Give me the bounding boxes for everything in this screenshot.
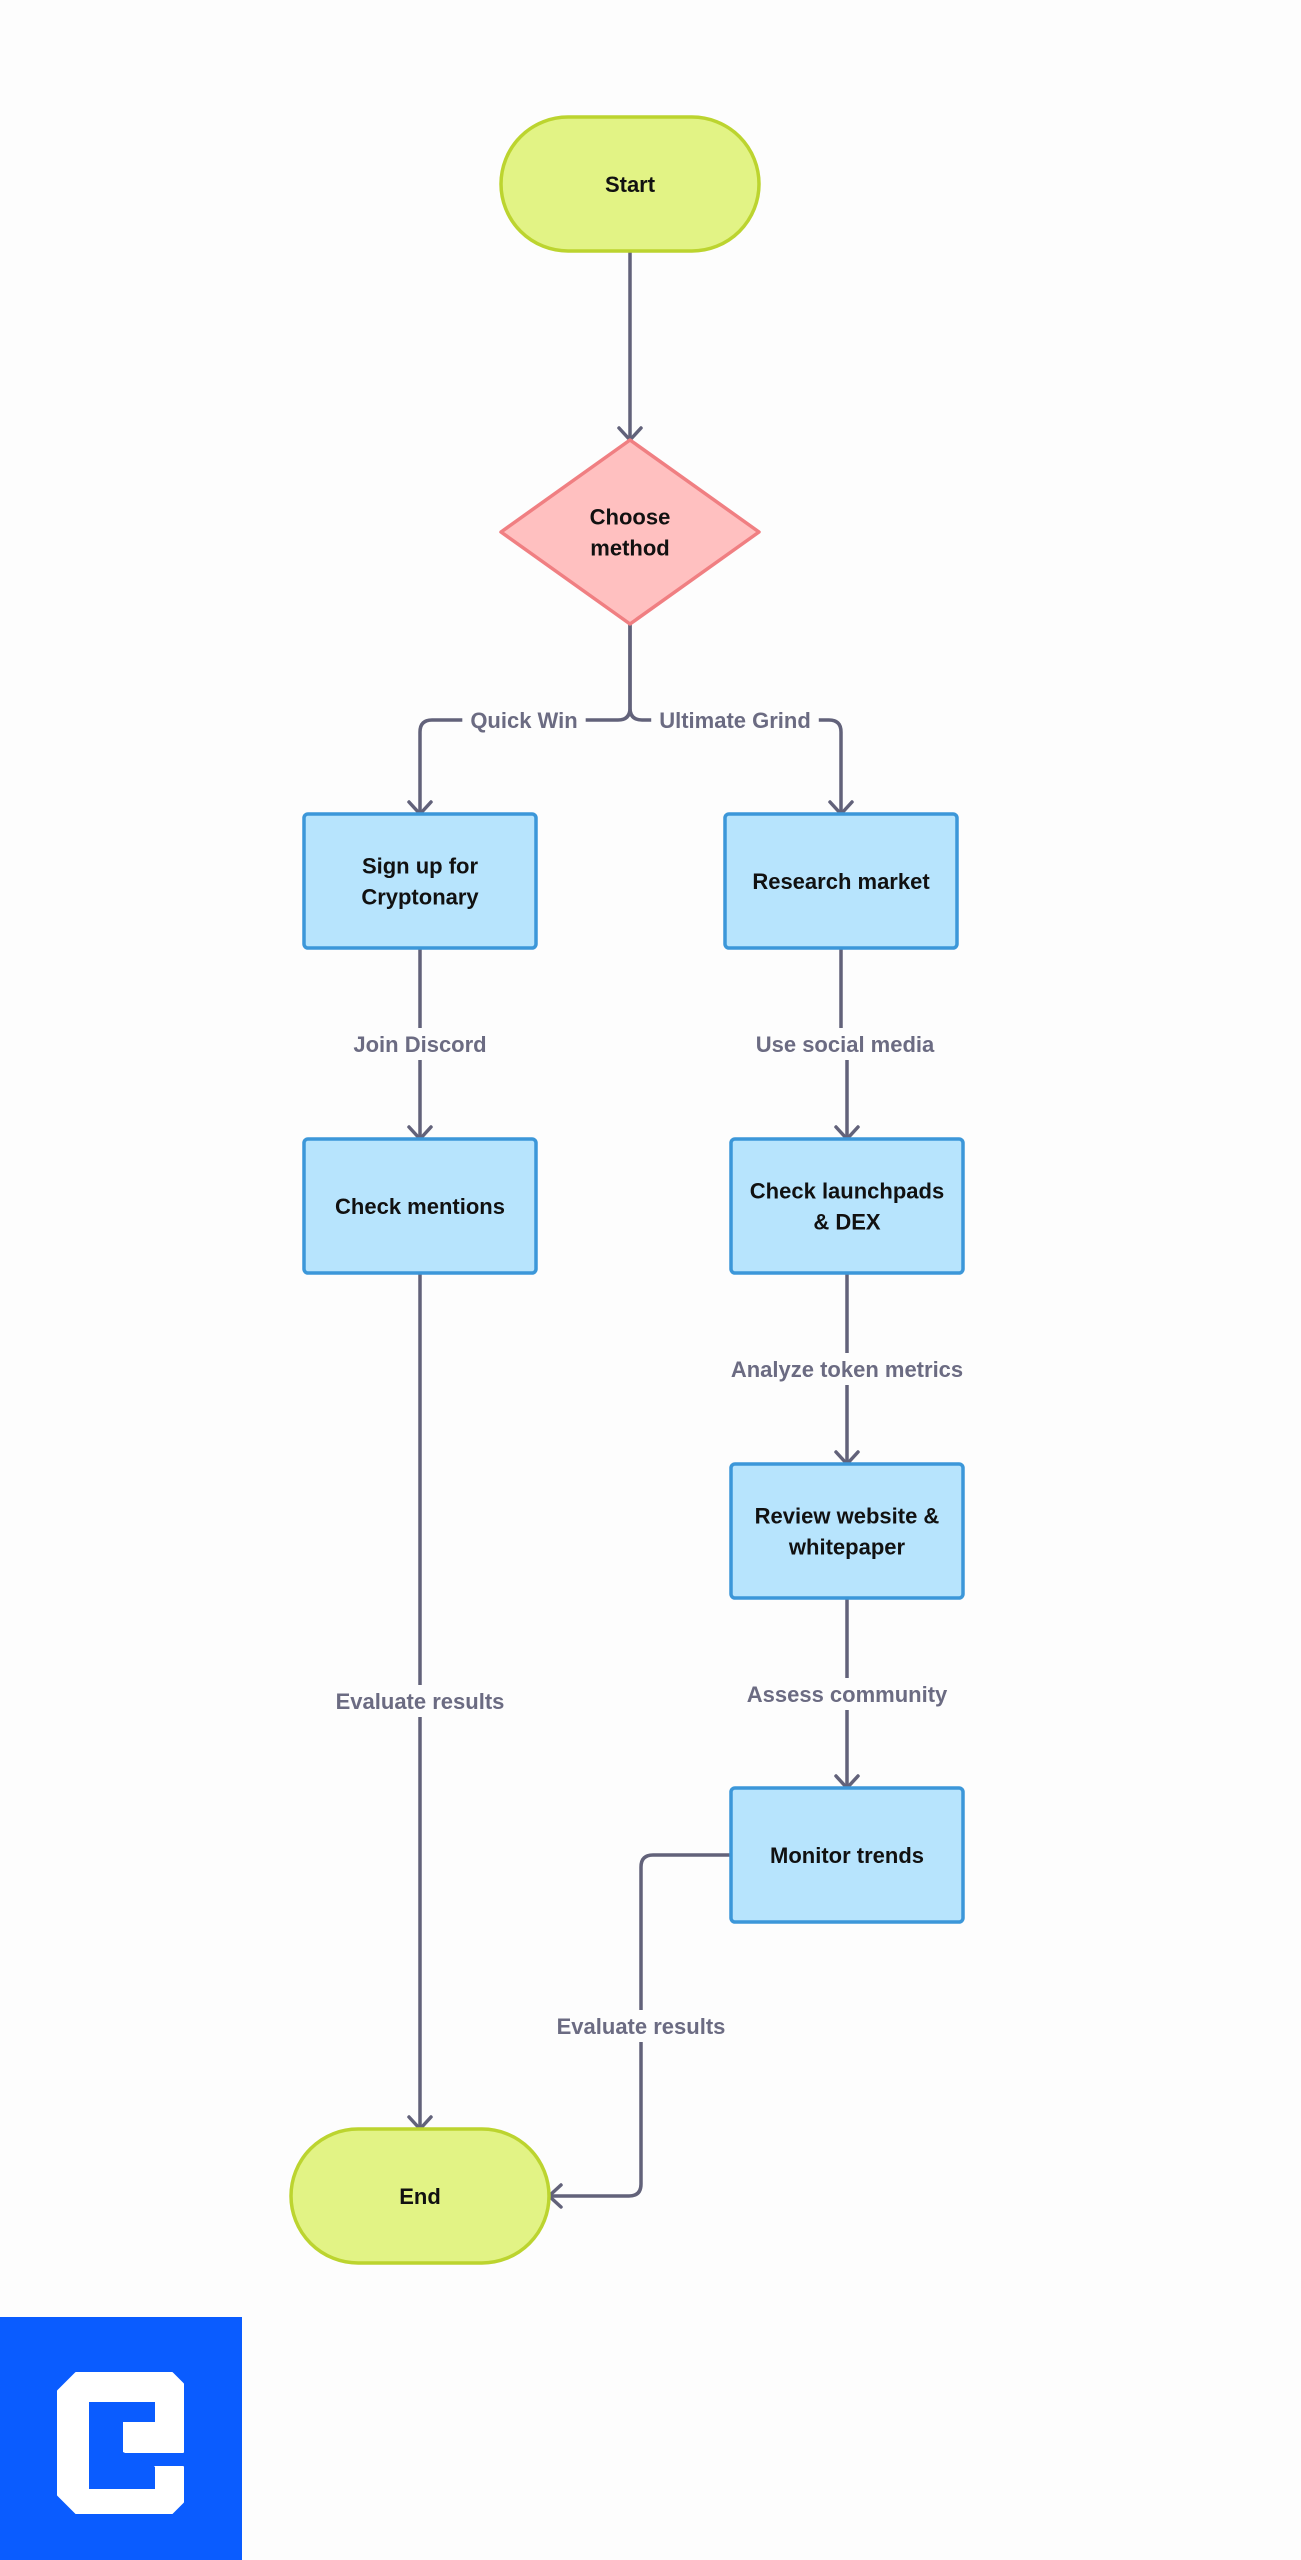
process-shape [302, 812, 538, 950]
process-shape [723, 812, 959, 950]
edge-review-monitor: Assess community [738, 1596, 956, 1790]
edge-choose-signup: Quick Win [407, 622, 632, 816]
node-start: Start [499, 115, 761, 253]
node-launchpads: Check launchpads & DEX [729, 1137, 965, 1275]
edge-label: Analyze token metrics [731, 1357, 963, 1382]
edge-label: Quick Win [470, 708, 577, 733]
process-shape [729, 1137, 965, 1275]
node-label: whitepaper [788, 1535, 906, 1560]
decision-shape [499, 438, 761, 626]
edge-label-background [462, 704, 586, 736]
node-mentions: Check mentions [302, 1137, 538, 1275]
edge-label-background [345, 1028, 495, 1060]
node-label: Research market [752, 869, 930, 894]
edge-start-choose [617, 249, 643, 442]
edge-label-background [747, 1028, 943, 1060]
edge-label: Evaluate results [336, 1689, 505, 1714]
edge-signup-mentions: Join Discord [345, 946, 495, 1141]
node-label: Choose [590, 505, 671, 530]
process-shape [302, 1137, 538, 1275]
edge-label: Evaluate results [557, 2014, 726, 2039]
terminal-shape [499, 115, 761, 253]
edge-mentions-end: Evaluate results [327, 1271, 513, 2131]
node-end: End [289, 2127, 551, 2265]
node-label: method [590, 536, 669, 561]
process-shape [729, 1462, 965, 1600]
edge-label-background [651, 704, 819, 736]
edge-research-launchpads: Use social media [747, 946, 943, 1141]
edge-choose-research: Ultimate Grind [628, 622, 854, 816]
node-review: Review website & whitepaper [729, 1462, 965, 1600]
terminal-shape [289, 2127, 551, 2265]
node-label: Check mentions [335, 1194, 505, 1219]
node-choose: Choose method [499, 438, 761, 626]
brand-logo-icon [57, 2372, 184, 2514]
node-label: End [399, 2184, 441, 2209]
edge-label: Ultimate Grind [659, 708, 811, 733]
brand-logo [0, 2317, 242, 2560]
edge-label: Assess community [747, 1682, 948, 1707]
edge-label: Join Discord [353, 1032, 486, 1057]
node-monitor: Monitor trends [729, 1786, 965, 1924]
edge-label-background [548, 2010, 734, 2042]
edge-label-background [722, 1353, 972, 1385]
edge-label-background [327, 1685, 513, 1717]
node-label: Monitor trends [770, 1843, 924, 1868]
node-label: Sign up for [362, 854, 479, 879]
edge-label-background [738, 1678, 956, 1710]
process-shape [729, 1786, 965, 1924]
node-label: Review website & [755, 1504, 940, 1529]
node-label: Check launchpads [750, 1179, 944, 1204]
node-label: Cryptonary [361, 885, 479, 910]
edge-label: Use social media [756, 1032, 935, 1057]
node-research: Research market [723, 812, 959, 950]
edge-launchpads-review: Analyze token metrics [722, 1271, 972, 1466]
node-label: & DEX [813, 1210, 881, 1235]
edge-monitor-end: Evaluate results [547, 1853, 734, 2209]
node-label: Start [605, 172, 656, 197]
